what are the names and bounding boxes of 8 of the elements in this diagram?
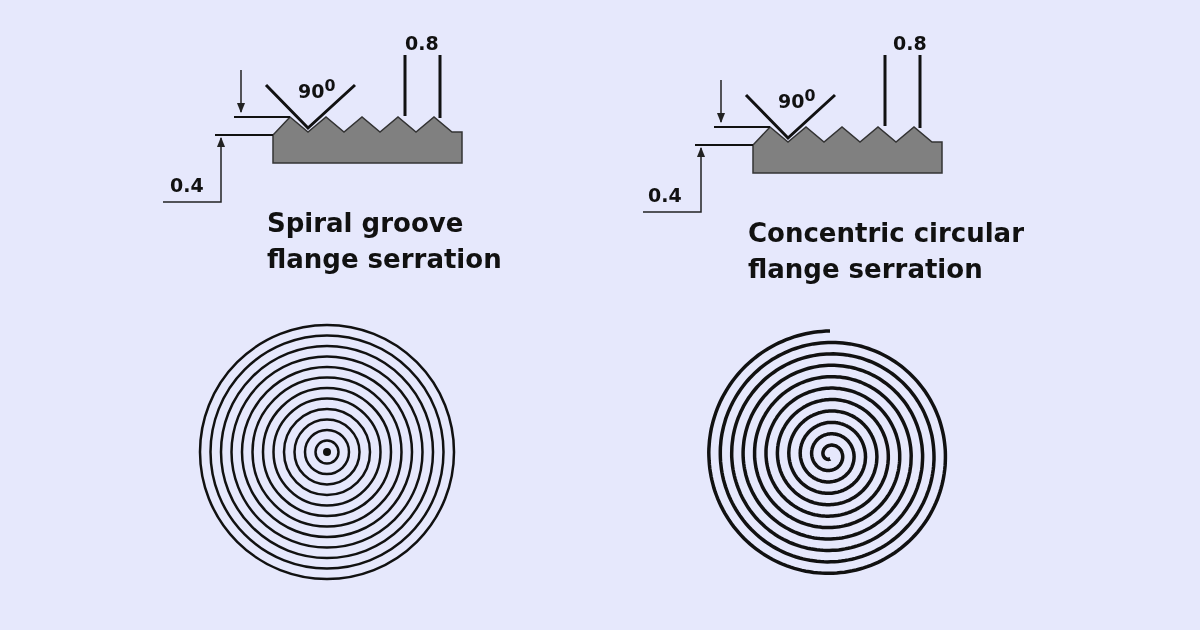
- dimension-label: 0.8: [405, 32, 439, 54]
- dimension-label: 0.4: [170, 174, 204, 196]
- angle-label: 90$^{0}$: [778, 86, 816, 113]
- dimension-label: 0.4: [648, 184, 682, 206]
- caption-heading: Concentric circular flange serration: [748, 217, 1025, 286]
- angle-label: 90$^{0}$: [298, 76, 336, 103]
- caption-heading: Spiral groove flange serration: [267, 207, 503, 276]
- dimension-label: 0.8: [893, 32, 927, 54]
